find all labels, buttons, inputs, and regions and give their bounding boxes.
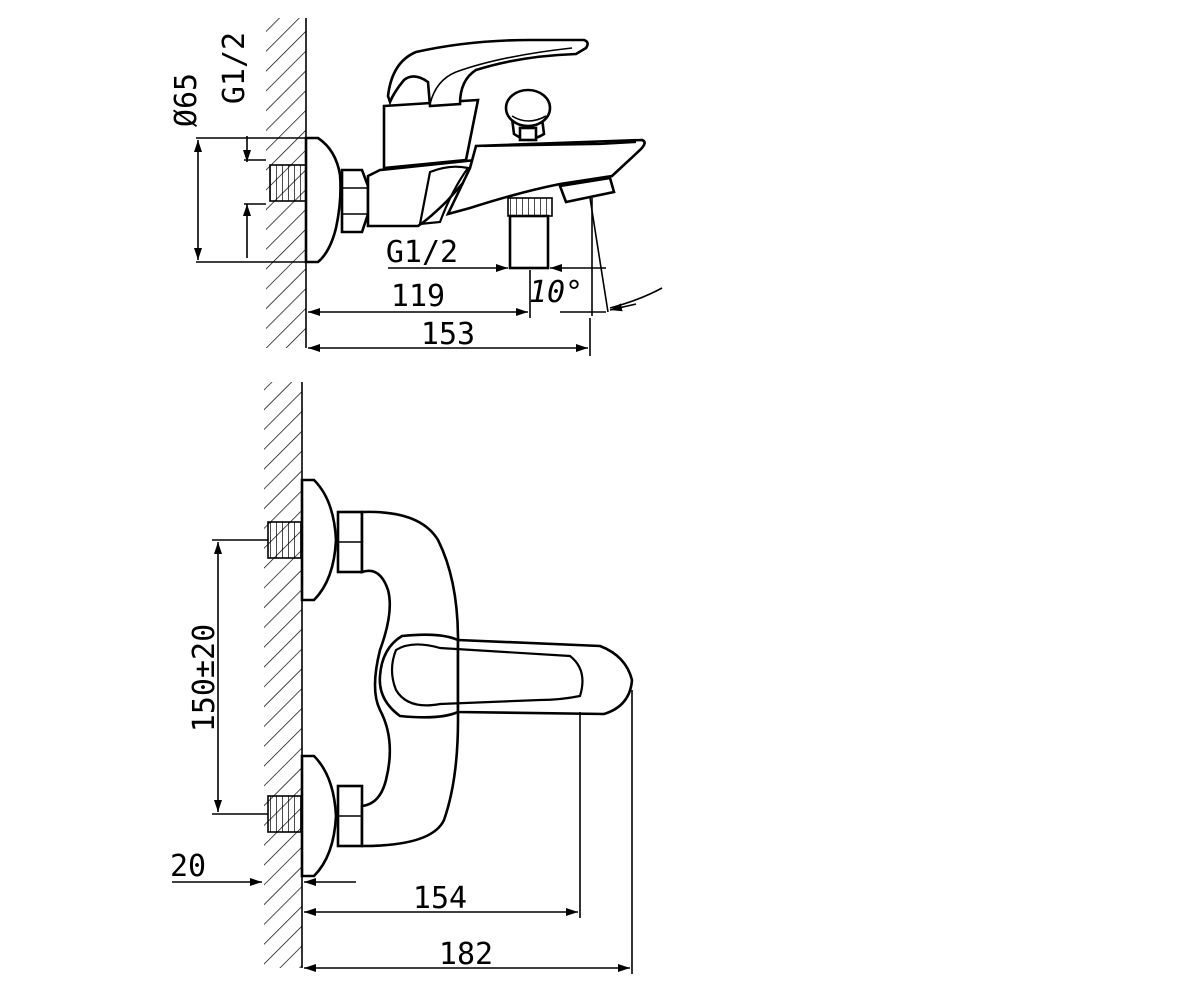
shower-outlet-connector xyxy=(507,197,553,270)
dim-total-depth-top: 153 xyxy=(308,317,591,356)
cartridge-column xyxy=(382,98,480,170)
dim-total-depth-front: 182 xyxy=(304,690,633,974)
svg-text:G1/2: G1/2 xyxy=(386,235,458,270)
handle-inner-line xyxy=(390,643,584,707)
svg-text:20: 20 xyxy=(170,849,206,884)
svg-text:Ø65: Ø65 xyxy=(169,73,204,127)
dim-thread-outlet: G1/2 xyxy=(386,235,606,272)
upper-thread xyxy=(267,521,303,559)
dim-angle: 10° xyxy=(529,197,663,316)
dim-center-distance: 150±20 xyxy=(187,539,268,815)
dim-diameter: Ø65 xyxy=(169,73,306,263)
handle-base-front xyxy=(378,633,460,719)
svg-text:G1/2: G1/2 xyxy=(217,32,252,104)
diverter-knob xyxy=(504,88,552,142)
hex-nut-top xyxy=(340,168,370,234)
spout-edge xyxy=(483,140,637,148)
svg-text:150±20: 150±20 xyxy=(187,624,222,732)
upper-nut xyxy=(336,510,364,574)
wall-hatching-front xyxy=(264,382,303,968)
upper-flange xyxy=(300,478,338,602)
body-recess-top xyxy=(418,165,470,226)
wall-flange-top xyxy=(304,136,342,264)
svg-text:182: 182 xyxy=(439,937,493,972)
front-view: 150±20 20 154 182 xyxy=(170,382,634,974)
lower-thread xyxy=(267,795,303,833)
lower-flange xyxy=(300,754,338,878)
mixer-handle-top xyxy=(386,38,589,108)
dim-thread-inlet: G1/2 xyxy=(217,32,266,258)
dim-handle-depth: 154 xyxy=(304,712,581,918)
dim-spout-to-outlet: 119 xyxy=(308,270,606,318)
mixer-handle-front xyxy=(456,638,634,716)
top-view: Ø65 G1/2 G1/2 10° 119 xyxy=(169,18,663,356)
spout-top xyxy=(445,138,646,217)
dim-wall-thread: 20 xyxy=(170,849,356,886)
svg-text:119: 119 xyxy=(391,279,445,314)
lower-nut xyxy=(336,784,364,848)
handle-highlight-top xyxy=(429,47,573,105)
inlet-thread-top xyxy=(269,164,307,202)
svg-text:154: 154 xyxy=(413,881,467,916)
aerator xyxy=(558,176,616,204)
svg-text:153: 153 xyxy=(421,317,475,352)
svg-text:10°: 10° xyxy=(529,275,583,310)
